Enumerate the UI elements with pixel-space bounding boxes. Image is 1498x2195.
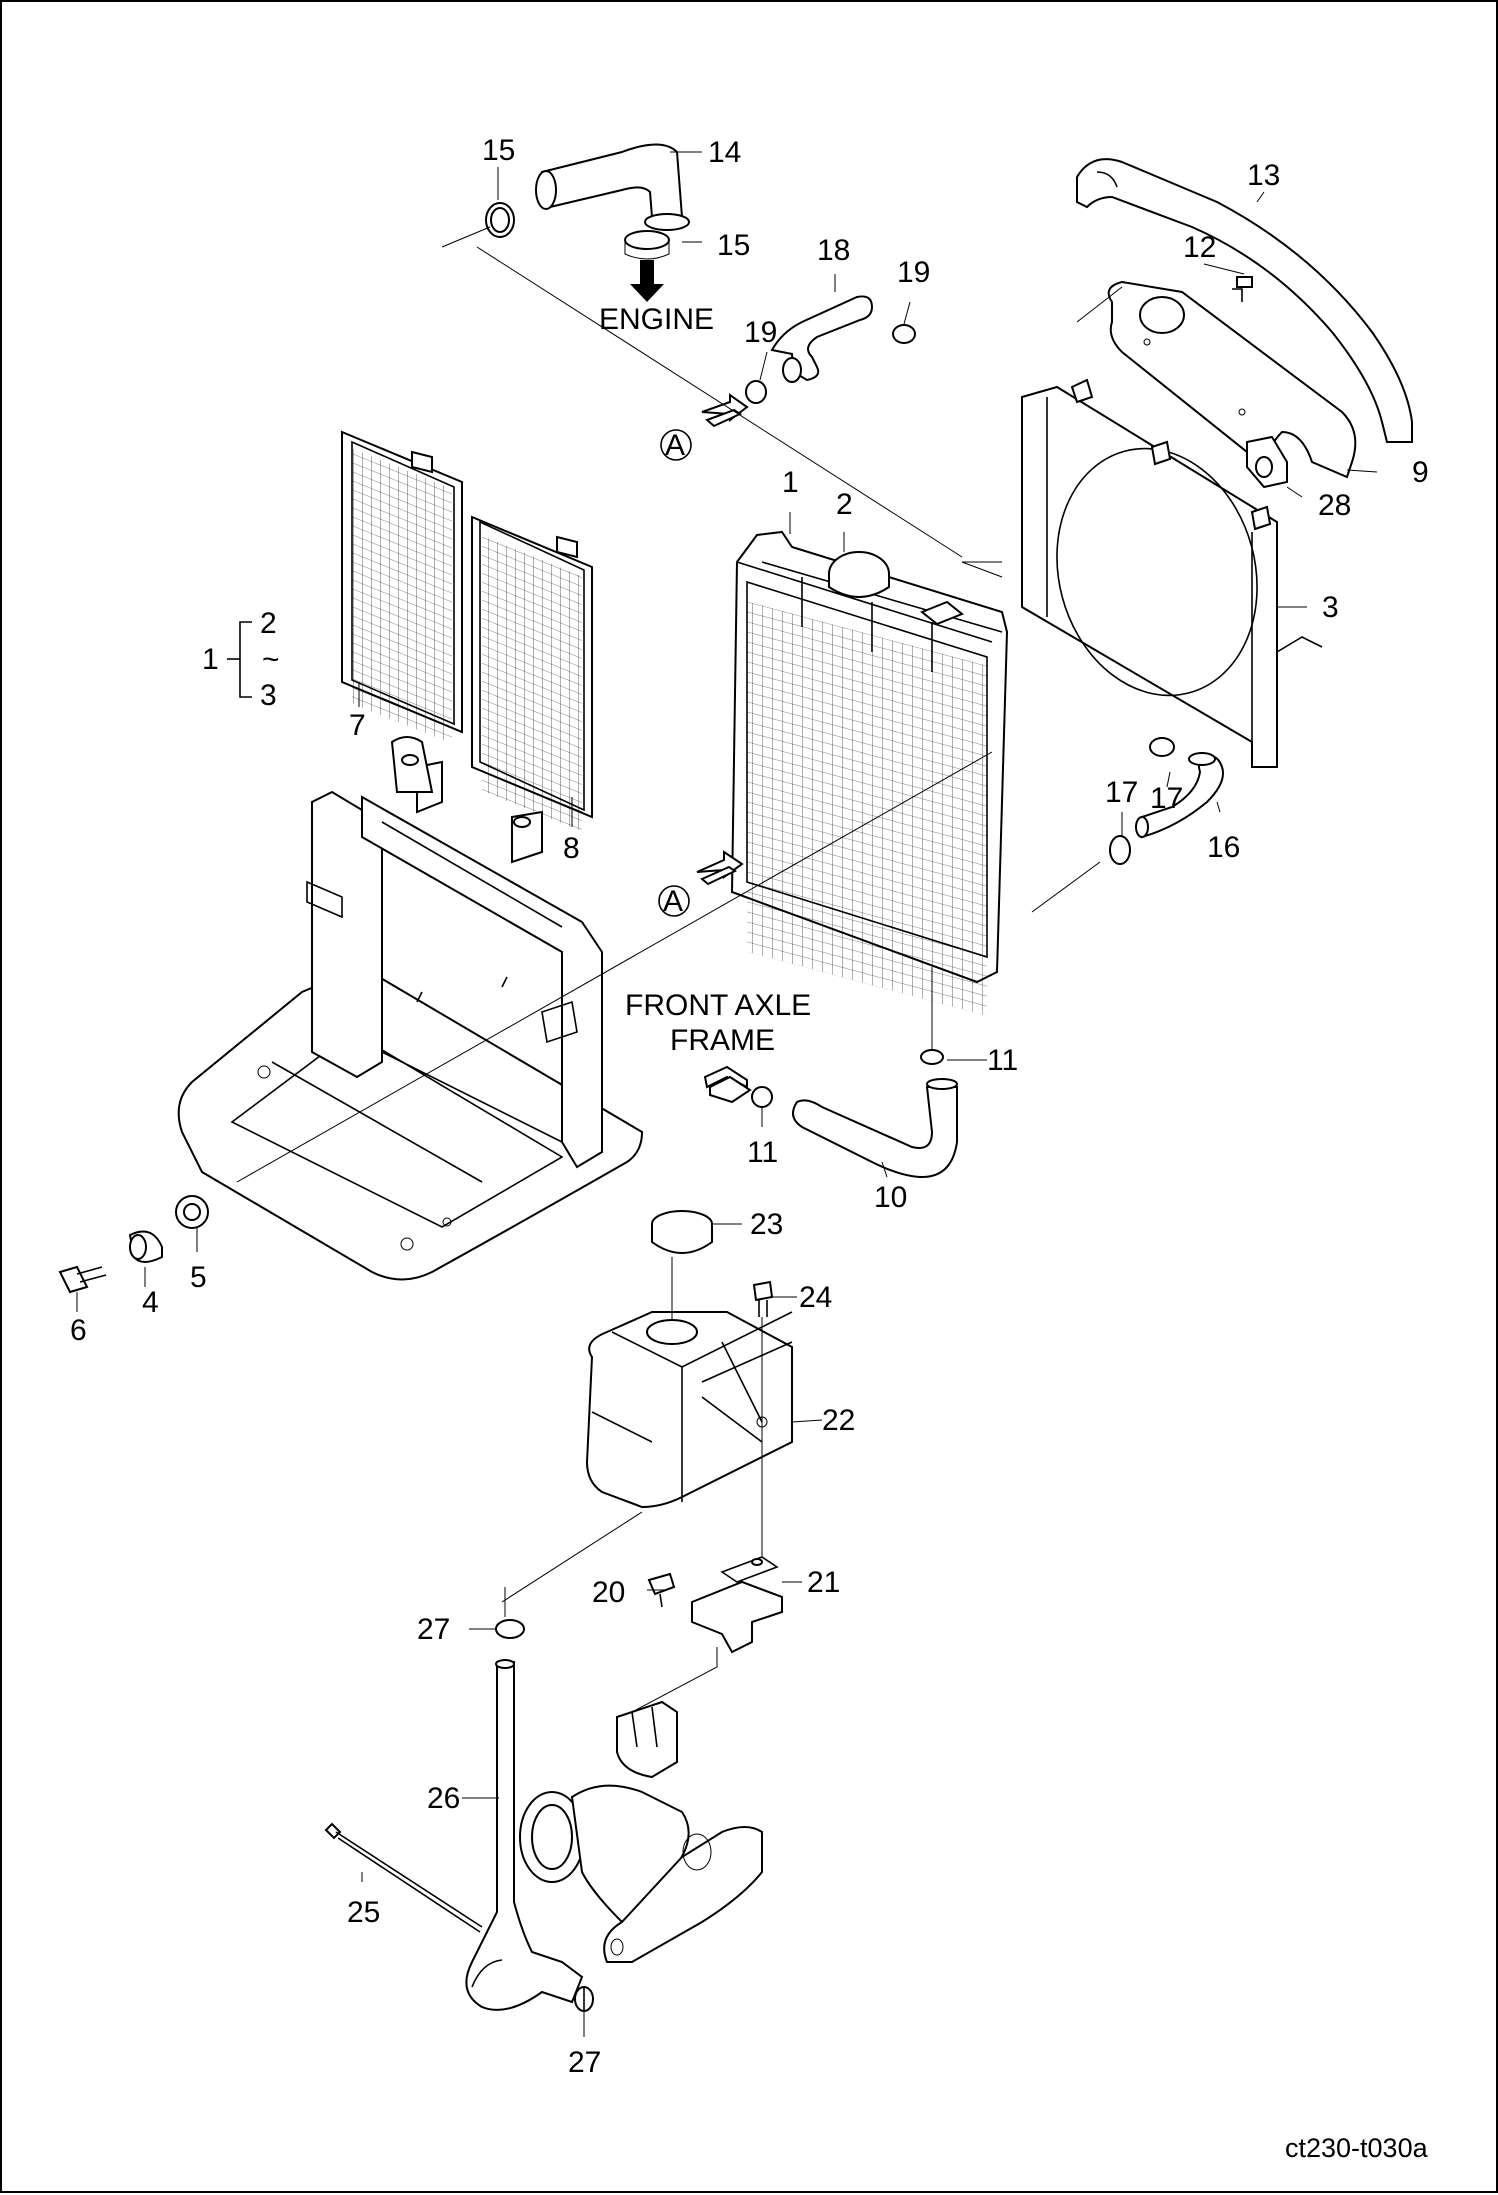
- reference-a-marker: A: [658, 885, 690, 918]
- bolt: [1232, 276, 1253, 302]
- rubber-mount: [175, 1195, 209, 1229]
- rubber-mount: [128, 1230, 163, 1263]
- callout-5: 5: [190, 1261, 207, 1294]
- callout-11-lower: 11: [747, 1136, 778, 1169]
- callout-20: 20: [592, 1576, 625, 1609]
- hose-clamp: [1149, 737, 1175, 757]
- callout-28: 28: [1318, 489, 1351, 522]
- hose-clamp: [624, 230, 670, 260]
- engine-arrow-icon: [630, 260, 664, 302]
- callout-18: 18: [817, 234, 850, 267]
- callout-14: 14: [708, 136, 741, 169]
- figure-code: ct230-t030a: [1285, 2133, 1429, 2163]
- fan-shroud: [1021, 378, 1323, 768]
- callout-10: 10: [874, 1181, 907, 1214]
- callout-7: 7: [349, 709, 366, 742]
- front-axle-arrow-icon: [703, 1065, 752, 1104]
- bracket-main-number: 1: [202, 643, 219, 676]
- radiator: [730, 530, 1009, 1016]
- bolt: [647, 1572, 676, 1608]
- upper-hose: [535, 143, 690, 231]
- callout-leaders: [76, 151, 1378, 1882]
- lower-side-hose: [1135, 752, 1224, 839]
- callout-17: 17: [1105, 776, 1138, 809]
- reference-a-label: A: [665, 429, 685, 462]
- bracket-bottom-number: 3: [260, 679, 277, 712]
- hose-clamp: [485, 202, 515, 238]
- engine-label: ENGINE: [599, 303, 714, 336]
- callout-13: 13: [1247, 159, 1280, 192]
- rubber-seal: [1076, 158, 1413, 443]
- hose-clamp: [1109, 835, 1131, 865]
- callout-17-right: 17: [1150, 782, 1183, 815]
- callout-1: 1: [782, 466, 799, 499]
- callout-27-lower: 27: [568, 2046, 601, 2079]
- coolant-reservoir-tank: [585, 1311, 793, 1509]
- frame-label: FRAME: [670, 1024, 775, 1057]
- callout-21: 21: [807, 1566, 840, 1599]
- screen-filter: [471, 515, 593, 832]
- screen-filter: [341, 430, 463, 744]
- bolt: [58, 1265, 107, 1294]
- bolt: [752, 1280, 774, 1317]
- hose-clamp: [920, 1049, 944, 1065]
- radiator-mounting-frame: [177, 736, 644, 1281]
- callout-12: 12: [1183, 231, 1216, 264]
- lower-hose: [792, 1078, 958, 1179]
- callout-23: 23: [750, 1208, 783, 1241]
- hose-clamp: [751, 1086, 773, 1108]
- radiator-upper-outlet: [920, 600, 964, 626]
- callout-22: 22: [822, 1404, 855, 1437]
- shroud-plate: [1107, 280, 1357, 479]
- callout-16: 16: [1207, 831, 1240, 864]
- callout-26: 26: [427, 1782, 460, 1815]
- part-bracket: [227, 621, 252, 698]
- bracket-top-number: 2: [260, 607, 277, 640]
- reference-arrow-icon: [696, 850, 744, 886]
- front-axle-label: FRONT AXLE: [625, 989, 811, 1022]
- cable-tie: [324, 1822, 483, 1933]
- callout-19-left: 19: [744, 316, 777, 349]
- reference-a-marker: A: [660, 429, 692, 462]
- callout-9: 9: [1412, 456, 1429, 489]
- callout-2: 2: [836, 488, 853, 521]
- callout-8: 8: [563, 832, 580, 865]
- hose-clamp: [574, 1986, 594, 2012]
- rubber-pad: [1246, 435, 1288, 489]
- callout-24: 24: [799, 1281, 832, 1314]
- hose-clamp: [892, 324, 916, 344]
- callout-19: 19: [897, 256, 930, 289]
- engine-water-outlet: [519, 1700, 763, 1963]
- callout-3: 3: [1322, 591, 1339, 624]
- reference-arrow-icon: [701, 393, 749, 428]
- hose-clamp: [495, 1619, 525, 1639]
- callout-6: 6: [70, 1314, 87, 1347]
- bypass-hose: [770, 295, 874, 383]
- callout-4: 4: [142, 1286, 159, 1319]
- reference-a-label: A: [663, 885, 683, 918]
- tank-bracket: [691, 1556, 783, 1654]
- callout-25: 25: [347, 1896, 380, 1929]
- reservoir-cap: [651, 1210, 713, 1254]
- radiator-cap: [828, 551, 890, 598]
- hose-clamp: [745, 380, 767, 404]
- bracket-tilde: ~: [262, 643, 280, 676]
- callout-11: 11: [987, 1044, 1018, 1077]
- callout-15-lower: 15: [717, 229, 750, 262]
- overflow-hose: [465, 1659, 584, 2011]
- leader-lines: [236, 226, 1123, 2037]
- callout-27: 27: [417, 1613, 450, 1646]
- callout-15: 15: [482, 134, 515, 167]
